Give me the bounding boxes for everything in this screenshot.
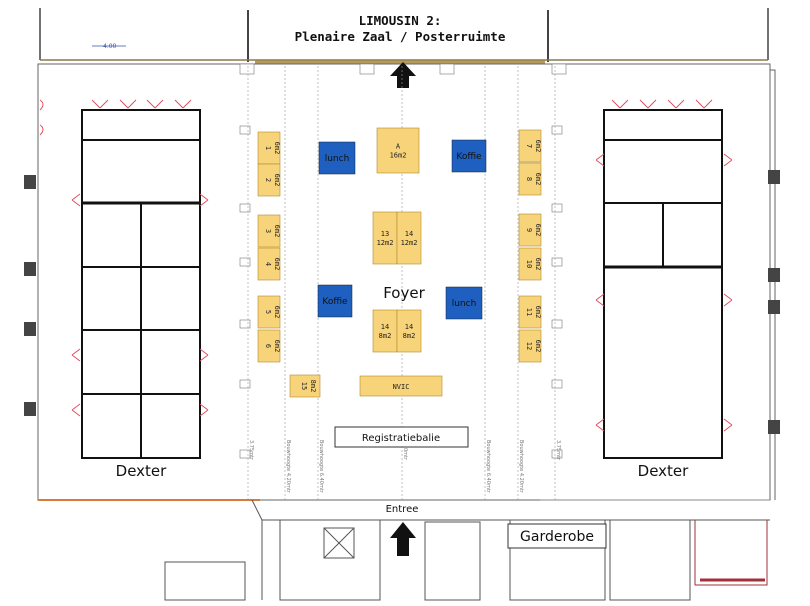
dimension-marker: 4.00 — [92, 43, 126, 50]
stand-9-area: 6m2 — [534, 224, 542, 237]
stand-3 — [257, 214, 281, 248]
dexter-right-room — [603, 109, 723, 459]
stand-1-number: 1 — [264, 146, 272, 150]
ceiling-height-label: Bouwhoogte 4.20mtr — [285, 440, 291, 494]
koffie-right-label: Koffie — [456, 152, 482, 162]
stand-11-number: 11 — [525, 308, 533, 316]
catering: lunch Koffie Koffie lunch — [317, 139, 487, 320]
stand-5 — [257, 295, 281, 329]
stand-2-number: 2 — [264, 178, 272, 182]
wall-columns — [24, 63, 780, 459]
dimension-label: 4.00 — [103, 43, 117, 50]
koffie-left-box — [317, 284, 353, 318]
ceiling-height-label: 3.75mtr — [555, 440, 561, 461]
door-swings — [39, 99, 733, 432]
stand-14a-number: 14 — [405, 230, 413, 238]
stand-4-number: 4 — [264, 262, 272, 266]
stand-14b — [372, 309, 398, 353]
stand-14c — [396, 309, 422, 353]
stand-12 — [518, 329, 542, 363]
ceiling-height-labels: 3.75mtr Bouwhoogte 4.20mtr Bouwhoogte 6.40… — [248, 440, 561, 494]
stand-15 — [289, 374, 321, 398]
stand-5-number: 5 — [264, 310, 272, 314]
foyer-label: Foyer — [383, 284, 425, 302]
stand-7-area: 6m2 — [534, 140, 542, 153]
stand-a-area: 16m2 — [390, 152, 407, 160]
stand-8 — [518, 162, 542, 196]
stand-10-number: 10 — [525, 260, 533, 268]
ceiling-height-label: Bouwhoogte 4.20mtr — [518, 440, 524, 494]
lunch-right-box — [445, 286, 483, 320]
lunch-left-label: lunch — [325, 154, 350, 164]
stand-14c-area: 8m2 — [403, 332, 416, 340]
ceiling-height-label: Bouwhoogte 6.40mtr — [485, 440, 491, 494]
stand-14b-area: 8m2 — [379, 332, 392, 340]
stand-14b-number: 14 — [381, 323, 389, 331]
stand-3-number: 3 — [264, 229, 272, 233]
stand-13-number: 13 — [381, 230, 389, 238]
stand-2 — [257, 163, 281, 197]
stand-nvic-label: NVIC — [393, 383, 410, 391]
garderobe-label: Garderobe — [520, 529, 594, 545]
koffie-right-box — [451, 139, 487, 173]
lunch-right-label: lunch — [452, 299, 477, 309]
stand-1-area: 6m2 — [273, 142, 281, 155]
dexter-left-label: Dexter — [116, 462, 168, 480]
stand-14a-area: 12m2 — [401, 239, 418, 247]
stand-8-area: 6m2 — [534, 173, 542, 186]
stand-15-number: 15 — [300, 382, 308, 390]
stand-7-number: 7 — [525, 144, 533, 148]
stand-12-number: 12 — [525, 342, 533, 350]
ceiling-height-label: 5.20mtr — [402, 440, 408, 461]
dexter-left-room — [81, 109, 201, 459]
stand-nvic — [359, 375, 443, 397]
dexter-right-label: Dexter — [638, 462, 690, 480]
stand-4-area: 6m2 — [273, 258, 281, 271]
stand-13 — [372, 211, 398, 265]
stand-7 — [518, 129, 542, 163]
stand-8-number: 8 — [525, 177, 533, 181]
stand-a-number: A — [396, 143, 401, 151]
registration-desk — [334, 426, 469, 448]
stand-2-area: 6m2 — [273, 174, 281, 187]
title-line2: Plenaire Zaal / Posterruimte — [295, 29, 506, 44]
stand-4 — [257, 247, 281, 281]
service-area — [164, 499, 770, 601]
stand-10-area: 6m2 — [534, 258, 542, 271]
ceiling-height-label: 3.75mtr — [248, 440, 254, 461]
stand-14a — [396, 211, 422, 265]
stand-11-area: 6m2 — [534, 306, 542, 319]
stand-9 — [518, 213, 542, 247]
registration-label: Registratiebalie — [362, 433, 440, 444]
garderobe-box — [507, 523, 607, 549]
stand-10 — [518, 247, 542, 281]
stand-6 — [257, 329, 281, 363]
stand-14c-number: 14 — [405, 323, 413, 331]
stand-12-area: 6m2 — [534, 340, 542, 353]
stand-15-area: 8m2 — [309, 380, 317, 393]
title-line1: LIMOUSIN 2: — [359, 13, 442, 28]
stand-a — [376, 127, 420, 174]
lunch-left-box — [318, 141, 356, 175]
stand-11 — [518, 295, 542, 329]
entrance-arrow-icon — [390, 522, 416, 556]
stand-9-number: 9 — [525, 228, 533, 232]
stand-6-number: 6 — [264, 344, 272, 348]
stand-6-area: 6m2 — [273, 340, 281, 353]
stand-13-area: 12m2 — [377, 239, 394, 247]
stand-5-area: 6m2 — [273, 306, 281, 319]
stand-3-area: 6m2 — [273, 225, 281, 238]
ceiling-height-label: Bouwhoogte 6.40mtr — [318, 440, 324, 494]
arrow-up-icon — [390, 62, 416, 88]
entrance-label: Entree — [386, 504, 419, 515]
koffie-left-label: Koffie — [322, 297, 348, 307]
